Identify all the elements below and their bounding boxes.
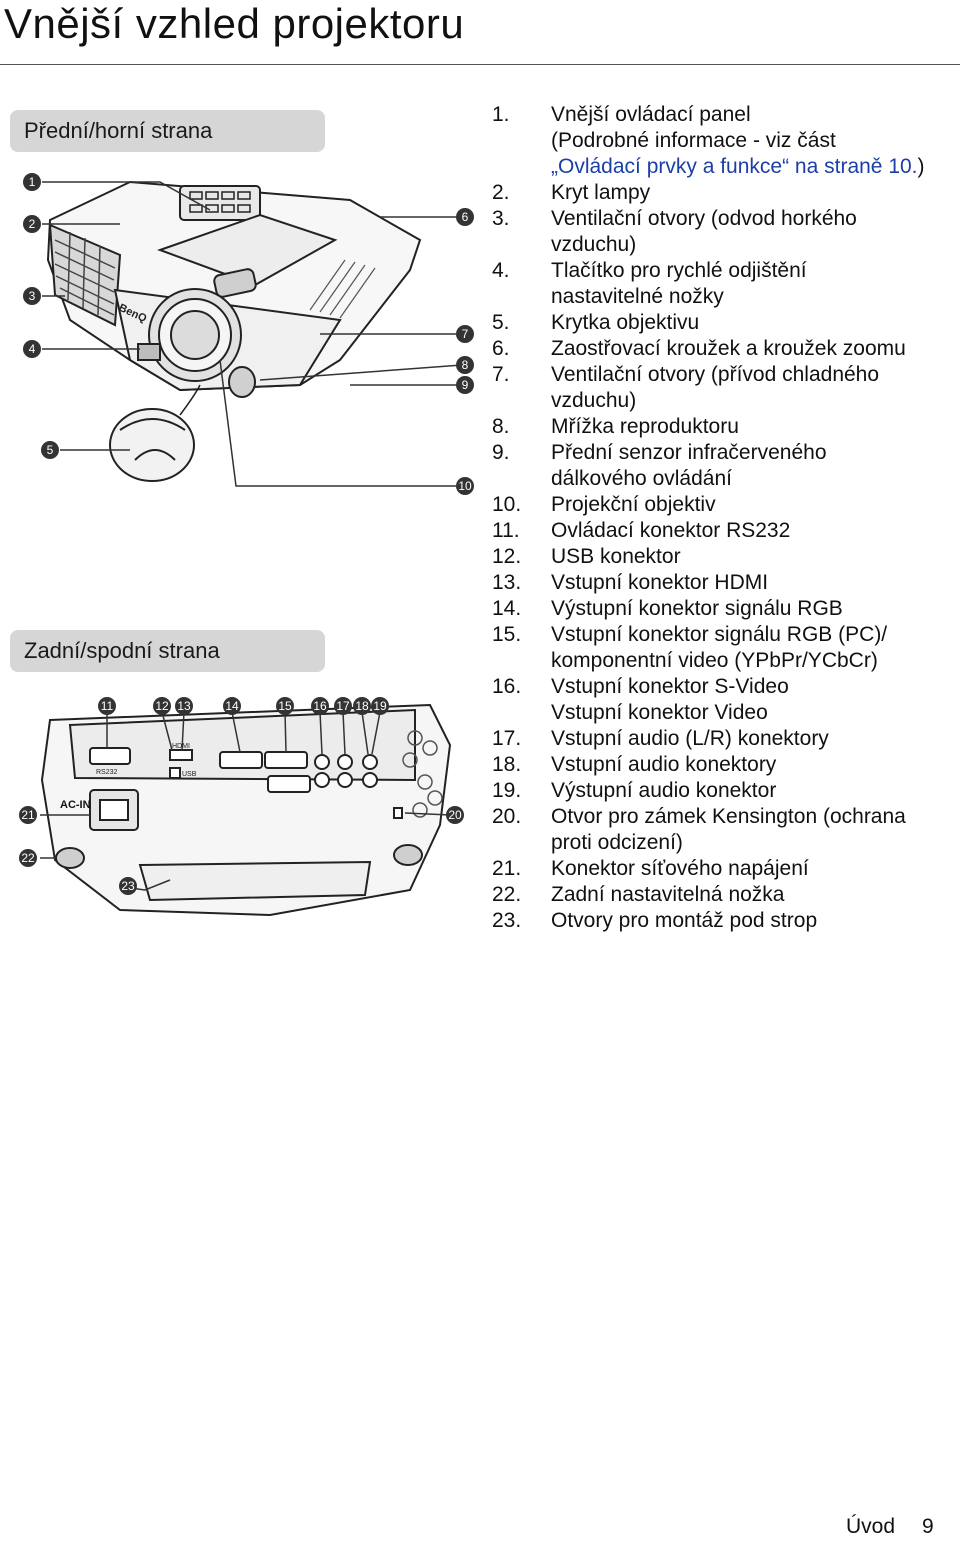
svg-text:11: 11 [101, 699, 114, 713]
svg-text:1: 1 [29, 175, 36, 189]
callout-19: 19 [371, 697, 389, 715]
section-front-header: Přední/horní strana [10, 110, 325, 152]
svg-text:8: 8 [462, 358, 469, 372]
svg-text:2: 2 [29, 217, 36, 231]
list-item: 22.Zadní nastavitelná nožka [492, 883, 785, 906]
footer-page-number: 9 [922, 1515, 934, 1538]
list-item: 13.Vstupní konektor HDMI [492, 571, 769, 594]
list-item: 2.Kryt lampy [492, 181, 651, 204]
svg-text:19: 19 [373, 699, 387, 713]
callout-21: 21 [19, 806, 37, 824]
list-item: 23.Otvory pro montáž pod strop [492, 909, 818, 932]
svg-text:10: 10 [458, 479, 472, 493]
list-item: 21.Konektor síťového napájení [492, 857, 809, 880]
section-rear-header: Zadní/spodní strana [10, 630, 325, 672]
list-item: 15.Vstupní konektor signálu RGB (PC)/kom… [492, 623, 888, 672]
callout-12: 12 [153, 697, 171, 715]
list-item: 19.Výstupní audio konektor [492, 779, 777, 802]
svg-text:22: 22 [21, 851, 35, 865]
svg-text:4: 4 [29, 342, 36, 356]
callout-16: 16 [311, 697, 329, 715]
page-title: Vnější vzhled projektoru [4, 0, 465, 47]
rs232-label: RS232 [96, 769, 118, 776]
callout-9: 9 [456, 376, 474, 394]
link-controls-page[interactable]: „Ovládací prvky a funkce“ na straně 10. [551, 155, 918, 178]
callout-22: 22 [19, 849, 37, 867]
usb-label: USB [182, 771, 197, 778]
callout-layer: 1 2 3 4 5 6 7 8 9 10 11 12 13 14 15 16 1… [19, 173, 474, 895]
list-item: 18.Vstupní audio konektory [492, 753, 777, 776]
svg-text:21: 21 [21, 808, 35, 822]
title-divider [0, 64, 960, 65]
list-item: 11.Ovládací konektor RS232 [492, 519, 791, 542]
footer-section-name: Úvod [846, 1515, 896, 1538]
svg-text:13: 13 [177, 699, 191, 713]
svg-text:23: 23 [121, 879, 135, 893]
list-item: 1. Vnější ovládací panel (Podrobné infor… [492, 103, 925, 178]
callout-5: 5 [41, 441, 59, 459]
projector-rear-figure: RS232 HDMI USB AC-IN [40, 703, 452, 917]
svg-text:20: 20 [448, 808, 462, 822]
list-item: 12.USB konektor [492, 545, 681, 568]
callout-14: 14 [223, 697, 241, 715]
list-item: 14.Výstupní konektor signálu RGB [492, 597, 843, 620]
svg-text:6: 6 [462, 210, 469, 224]
callout-4: 4 [23, 340, 41, 358]
callout-17: 17 [334, 697, 352, 715]
svg-text:12: 12 [155, 699, 169, 713]
list-item: 17.Vstupní audio (L/R) konektory [492, 727, 829, 750]
hdmi-label: HDMI [172, 743, 190, 750]
svg-text:14: 14 [225, 699, 239, 713]
list-item: 6.Zaostřovací kroužek a kroužek zoomu [492, 337, 906, 360]
list-item: 5.Krytka objektivu [492, 311, 700, 334]
svg-text:5: 5 [47, 443, 54, 457]
parts-list: 1. Vnější ovládací panel (Podrobné infor… [492, 102, 952, 934]
svg-text:3: 3 [29, 289, 36, 303]
svg-text:7: 7 [462, 327, 469, 341]
callout-10: 10 [456, 477, 474, 495]
callout-6: 6 [456, 208, 474, 226]
callout-13: 13 [175, 697, 193, 715]
callout-11: 11 [98, 697, 116, 715]
list-item: 8.Mřížka reproduktoru [492, 415, 739, 438]
callout-1: 1 [23, 173, 41, 191]
svg-text:16: 16 [313, 699, 327, 713]
callout-18: 18 [353, 697, 371, 715]
svg-text:17: 17 [336, 699, 350, 713]
callout-3: 3 [23, 287, 41, 305]
callout-20: 20 [446, 806, 464, 824]
callout-8: 8 [456, 356, 474, 374]
projector-front-figure: BenQ [42, 180, 463, 487]
svg-text:15: 15 [278, 699, 292, 713]
callout-15: 15 [276, 697, 294, 715]
callout-7: 7 [456, 325, 474, 343]
callout-2: 2 [23, 215, 41, 233]
svg-text:9: 9 [462, 378, 469, 392]
list-item: 10.Projekční objektiv [492, 493, 716, 516]
ac-in-label: AC-IN [60, 799, 91, 811]
svg-text:18: 18 [355, 699, 369, 713]
callout-23: 23 [119, 877, 137, 895]
